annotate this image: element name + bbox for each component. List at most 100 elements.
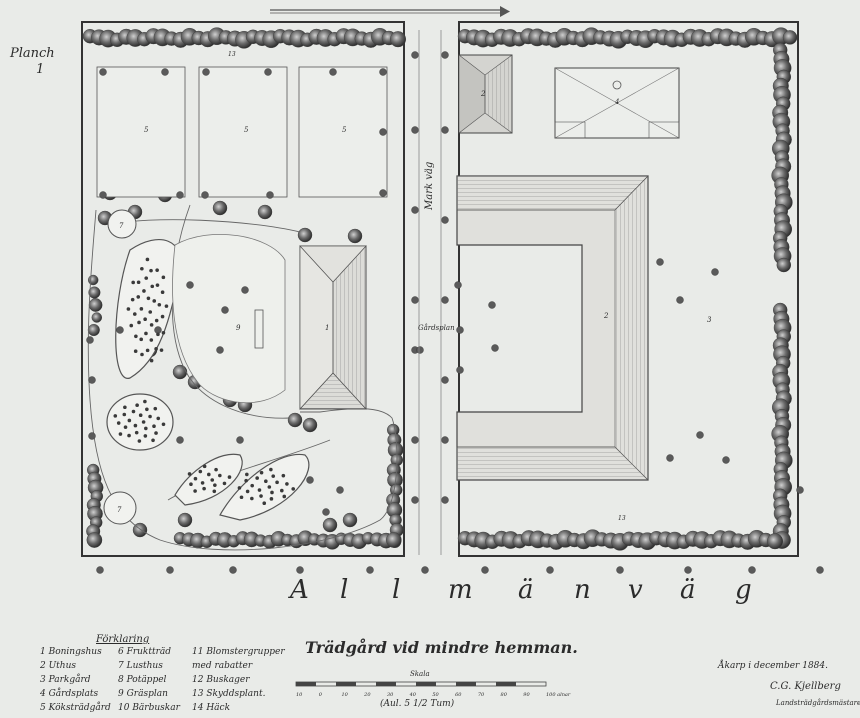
hedge-group [82,27,798,551]
plant-dot [218,473,222,478]
tree-icon [684,566,692,574]
legend-item: med rabatter [192,661,253,671]
plant-dot [135,403,139,407]
tree-icon [441,496,449,504]
tree-icon [366,566,374,574]
scale-bar [295,681,547,687]
signature-line3: Landsträdgårdsmästare [775,698,860,707]
plant-dot [137,320,141,325]
main-house [299,245,367,410]
road-letter: g [735,575,752,605]
plan-number: 1 [36,62,44,77]
tree-icon [696,431,704,439]
tree-icon [481,566,489,574]
plant-dot [267,485,272,489]
yard-label: Gårdsplan [418,323,455,332]
legend-item: 5 Köksträdgård [40,701,111,713]
scale-label: Skala [410,670,430,678]
plant-dot [131,280,135,285]
plant-dot [189,482,193,487]
plant-dot [157,302,162,307]
u-shaped-farm-building [456,175,649,481]
tree-icon [441,436,449,444]
plant-dot [161,275,166,280]
scale-note: (Aul. 5 1/2 Tum) [380,698,455,709]
scale-tick: 40 [409,692,417,698]
plant-dot [141,420,146,424]
tree-icon [88,376,96,384]
yard-pavilion [554,67,680,139]
road-letter: l [340,575,348,605]
plant-dot [130,297,135,302]
plant-dot [132,312,137,316]
plant-dot [222,481,227,486]
tree-icon [441,376,449,384]
shrub-icon [177,512,193,528]
legend-item: 2 Uthus [39,661,76,671]
scale-tick: 0 [319,692,323,698]
tree-icon [488,301,496,309]
shrub-icon [342,512,358,528]
plant-dot [159,348,164,352]
plant-dot [122,412,127,417]
scale-tick: 20 [363,692,371,698]
shrub-icon [297,227,313,243]
legend-item: 13 Skyddsplant. [192,689,266,699]
legend-item: 10 Bärbuskar [118,703,181,713]
tree-icon [441,296,449,304]
tree-icon [99,191,107,199]
plant-dot [150,284,155,289]
tree-icon [221,306,229,314]
shrub-icon [347,228,363,244]
plant-dot [193,489,197,493]
area-label-arbor-top: 7 [119,222,124,230]
tree-icon [166,566,174,574]
kitchen-garden-beds [96,66,388,198]
scale-tick: 80 [501,692,508,698]
plant-dot [134,334,138,339]
plant-dot [281,473,286,478]
tree-icon [666,454,674,462]
tree-icon [456,326,464,334]
tree-icon [411,206,419,214]
road-letter: ä [518,575,534,605]
shrub-icon [390,31,407,48]
road-letter: n [574,575,591,605]
tree-icon [116,326,124,334]
area-label-hedge-top: 13 [228,51,236,58]
legend-item: 14 Häck [192,703,230,713]
plant-dot [250,496,254,501]
plant-dot [154,431,158,435]
plant-dot [113,414,118,418]
tree-icon [176,191,184,199]
area-label-arbor-bottom: 7 [117,506,122,514]
plant-dot [145,407,149,412]
tree-icon [411,496,419,504]
plant-dot [269,467,273,472]
plant-dot [264,479,268,484]
tree-icon [676,296,684,304]
plant-dot [134,430,139,435]
arbor-bottom-icon [103,491,137,525]
area-label-yard-building: 4 [614,98,619,106]
plant-dot [152,424,156,429]
legend-item: 7 Lusthus [118,661,163,671]
plant-dot [160,290,165,295]
lane-label: Mark väg [424,162,435,211]
north-arrow-icon [270,6,510,17]
plant-dot [237,486,242,490]
plant-dot [136,280,141,285]
tree-icon [546,566,554,574]
legend-item: 3 Parkgård [40,673,91,685]
plant-dot [156,416,161,421]
area-label-bed-right: 5 [342,126,347,134]
tree-icon [421,566,429,574]
signature-line1: Åkarp i december 1884. [717,659,828,671]
tree-icon [201,191,209,199]
area-label-lawn: 9 [236,324,241,332]
plant-dot [257,488,262,492]
plant-dot [200,481,205,485]
